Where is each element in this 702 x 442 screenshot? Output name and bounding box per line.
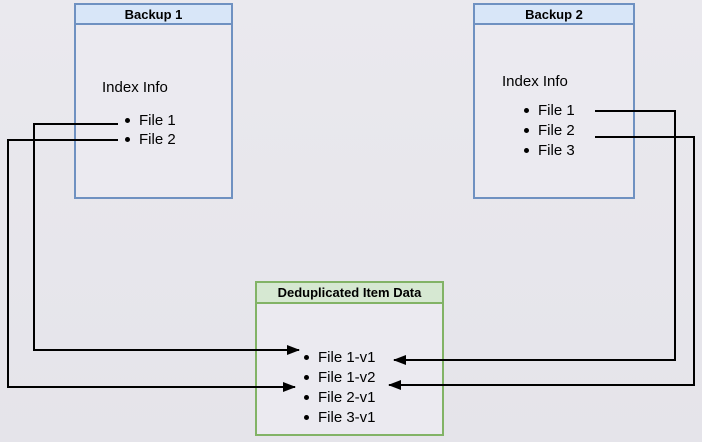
- file-label: File 1-v2: [318, 368, 376, 386]
- bullet-icon: [304, 414, 309, 420]
- file-label: File 1: [139, 112, 176, 129]
- backup1-file-list: File 1 File 2: [125, 111, 176, 149]
- bullet-icon: [304, 394, 309, 400]
- backup2-file-list: File 1 File 2 File 3: [524, 100, 575, 160]
- backup2-index-heading: Index Info: [502, 73, 568, 90]
- backup2-title: Backup 2: [525, 6, 583, 22]
- file-label: File 3-v1: [318, 408, 376, 426]
- dedup-body: File 1-v1 File 1-v2 File 2-v1 File 3-v1: [257, 304, 442, 434]
- bullet-icon: [125, 137, 130, 142]
- backup1-title: Backup 1: [124, 6, 183, 22]
- list-item: File 3: [524, 140, 575, 160]
- file-label: File 2-v1: [318, 388, 376, 406]
- list-item: File 2: [125, 130, 176, 149]
- list-item: File 1-v2: [304, 367, 376, 387]
- bullet-icon: [304, 354, 309, 360]
- dedup-file-list: File 1-v1 File 1-v2 File 2-v1 File 3-v1: [304, 347, 376, 427]
- list-item: File 1-v1: [304, 347, 376, 367]
- dedup-header: Deduplicated Item Data: [257, 283, 442, 304]
- bullet-icon: [524, 147, 529, 153]
- file-label: File 1-v1: [318, 348, 376, 366]
- bullet-icon: [524, 127, 529, 133]
- file-label: File 2: [538, 121, 575, 139]
- backup1-body: Index Info File 1 File 2: [76, 25, 231, 197]
- file-label: File 3: [538, 141, 575, 159]
- backup1-box: Backup 1 Index Info File 1 File 2: [74, 3, 233, 199]
- file-label: File 2: [139, 131, 176, 148]
- list-item: File 1: [524, 100, 575, 120]
- backup2-header: Backup 2: [475, 5, 633, 25]
- bullet-icon: [304, 374, 309, 380]
- list-item: File 3-v1: [304, 407, 376, 427]
- backup1-index-heading: Index Info: [102, 79, 168, 96]
- bullet-icon: [524, 107, 529, 113]
- dedup-title: Deduplicated Item Data: [277, 285, 422, 300]
- list-item: File 1: [125, 111, 176, 130]
- list-item: File 2-v1: [304, 387, 376, 407]
- bullet-icon: [125, 118, 130, 123]
- backup2-body: Index Info File 1 File 2 File 3: [475, 25, 633, 197]
- backup1-header: Backup 1: [76, 5, 231, 25]
- list-item: File 2: [524, 120, 575, 140]
- dedup-box: Deduplicated Item Data File 1-v1 File 1-…: [255, 281, 444, 436]
- backup2-box: Backup 2 Index Info File 1 File 2 File 3: [473, 3, 635, 199]
- file-label: File 1: [538, 101, 575, 119]
